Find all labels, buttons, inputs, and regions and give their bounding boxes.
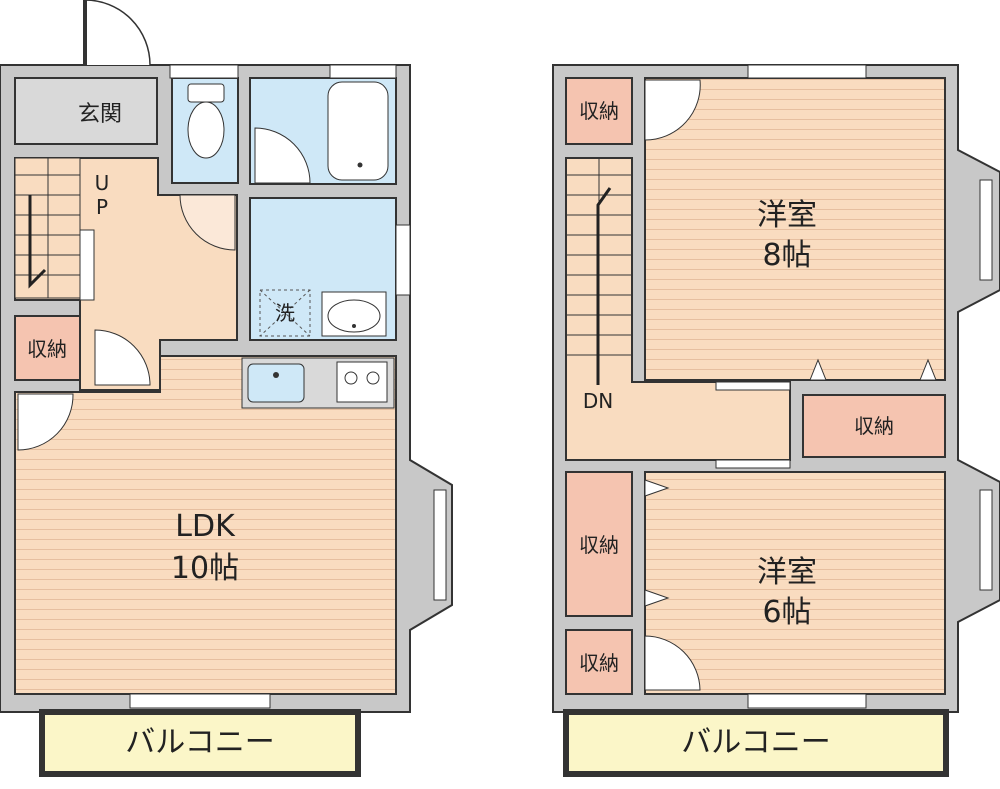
room-8jo: [644, 77, 946, 381]
sliding-door-bottom[interactable]: [715, 459, 791, 469]
room1-size: 8帖: [762, 238, 811, 273]
window-ldk-south: [129, 693, 271, 709]
room1-name: 洋室: [757, 198, 817, 233]
dn-label: DN: [583, 389, 613, 413]
room-6jo: [644, 471, 946, 695]
storage-top-label: 収納: [579, 99, 619, 123]
genkan-area: [14, 77, 158, 145]
room8-door-swing[interactable]: [644, 79, 701, 141]
room6-door-swing[interactable]: [644, 635, 701, 691]
ldk-room: [14, 355, 397, 695]
storage-mid: [802, 394, 946, 458]
bathtub-icon: [327, 81, 389, 181]
sliding-door-top[interactable]: [715, 381, 791, 391]
storage-bottom: [565, 629, 633, 695]
storage-mid-label: 収納: [854, 414, 894, 438]
window-bay-room8: [979, 179, 993, 281]
window-bay-room6: [979, 489, 993, 591]
ldk-name: LDK: [175, 509, 236, 544]
balcony-floor2-label: バルコニー: [681, 725, 830, 760]
stairs-floor1: [14, 157, 95, 301]
genkan-label: 玄関: [78, 102, 122, 127]
balcony-floor1-label: バルコニー: [125, 725, 274, 760]
storage-left: [565, 471, 633, 617]
ldk-size: 10帖: [171, 551, 239, 586]
floor-2: 洋室 8帖 収納 DN 収納: [552, 64, 1000, 777]
closet-doors-room8[interactable]: [809, 358, 937, 381]
window-bay-floor1: [433, 489, 447, 601]
bath-door-swing[interactable]: [254, 127, 311, 184]
window-toilet: [169, 64, 239, 79]
entry-door[interactable]: [83, 0, 151, 66]
storage-left-label: 収納: [579, 533, 619, 557]
room2-size: 6帖: [762, 595, 811, 630]
storage-floor1-label: 収納: [27, 337, 67, 361]
closet-doors-room6[interactable]: [644, 479, 670, 607]
up-label-p: P: [96, 195, 108, 219]
window-wash: [395, 224, 411, 296]
wash-label: 洗: [275, 301, 295, 325]
window-room8-north: [747, 64, 867, 79]
hall-door-swing[interactable]: [94, 329, 151, 386]
window-bath: [329, 64, 397, 79]
stairs-floor2: [566, 158, 632, 385]
room2-name: 洋室: [757, 555, 817, 590]
balcony-floor1: [39, 709, 361, 777]
washing-machine-space: [259, 289, 311, 337]
floor-1: 玄関 U P: [0, 0, 453, 777]
balcony-floor2: [563, 709, 949, 777]
kitchen-counter: [241, 357, 395, 409]
ldk-door-swing[interactable]: [17, 393, 74, 451]
storage-floor1: [14, 315, 81, 381]
storage-top: [565, 77, 633, 145]
storage-bottom-label: 収納: [579, 651, 619, 675]
toilet-icon: [187, 83, 225, 159]
washbasin-icon: [321, 291, 387, 337]
toilet-door-swing[interactable]: [179, 194, 236, 251]
up-label-u: U: [95, 171, 110, 195]
window-room6-south: [747, 693, 867, 709]
